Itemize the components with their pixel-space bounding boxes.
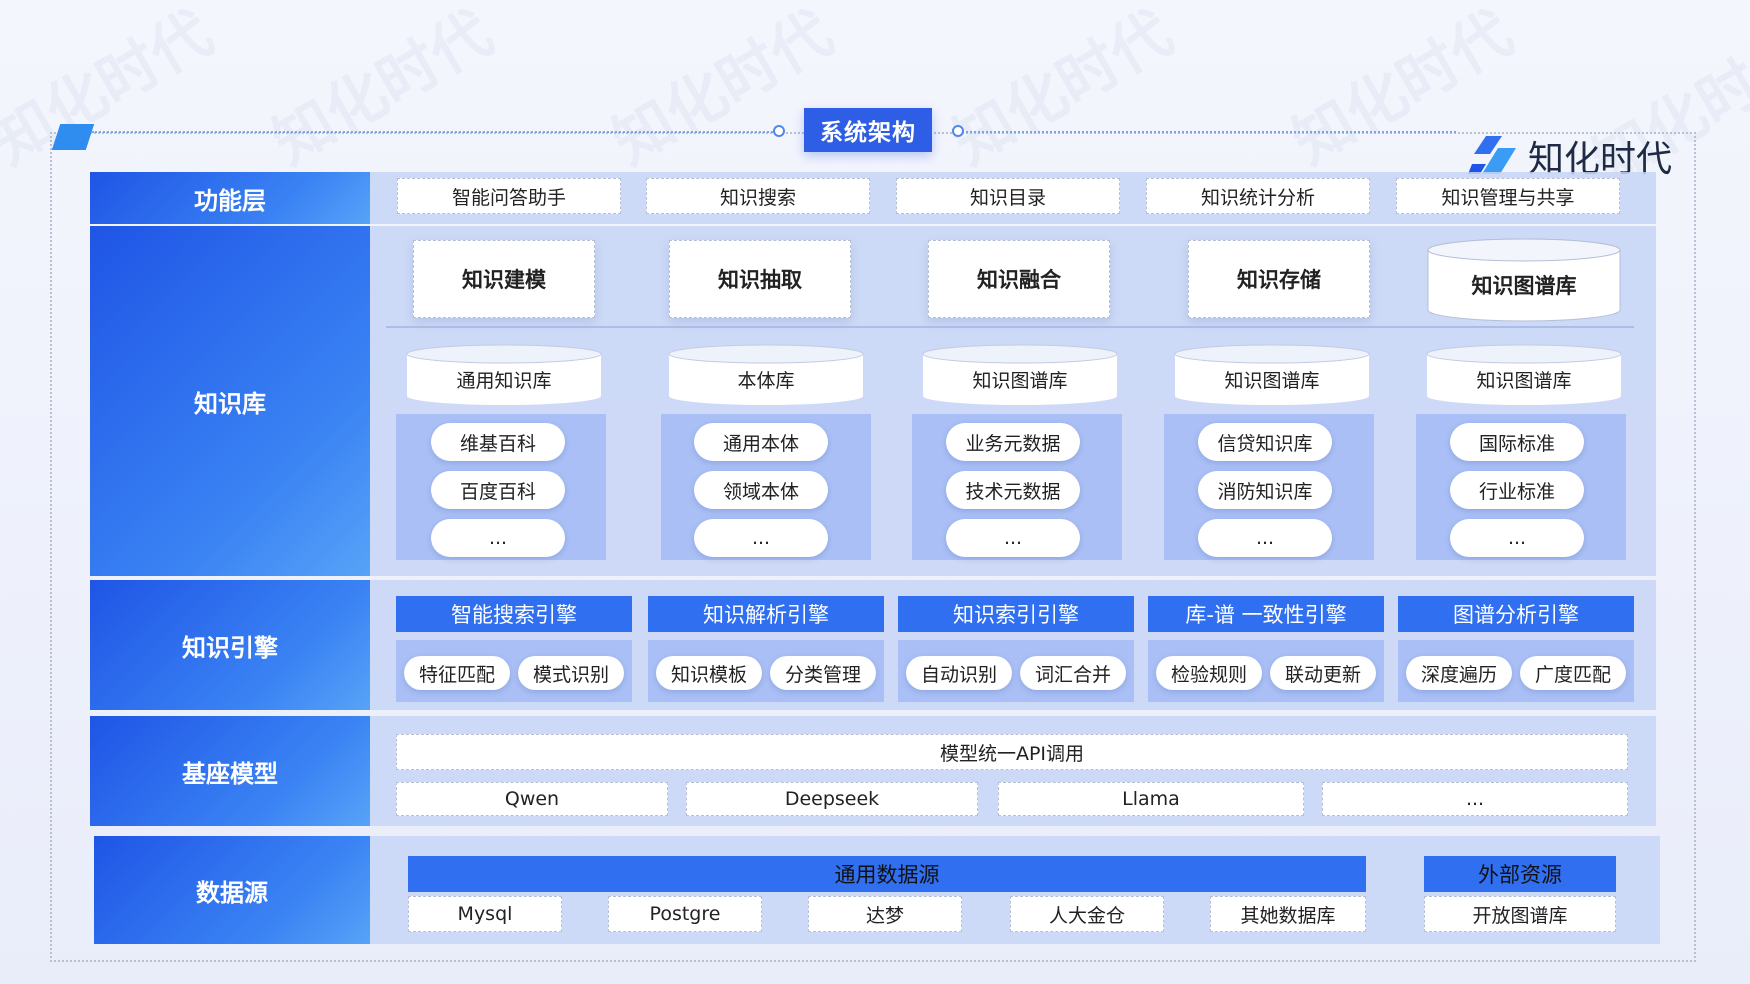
engine-name: 知识解析引擎: [648, 596, 884, 632]
function-item: 知识管理与共享: [1396, 178, 1620, 214]
store-cylinder: 通用知识库: [406, 344, 602, 406]
model-item: Qwen: [396, 782, 668, 816]
datasource-item: Postgre: [608, 896, 762, 932]
engine-name: 智能搜索引擎: [396, 596, 632, 632]
store-item: ...: [1450, 519, 1584, 557]
store-item: 行业标准: [1450, 471, 1584, 509]
store-cylinder: 本体库: [668, 344, 864, 406]
engine-name: 知识索引引擎: [898, 596, 1134, 632]
layer-label-datasource: 数据源: [94, 836, 370, 944]
datasource-external-name: 外部资源: [1424, 856, 1616, 892]
store-item: 技术元数据: [946, 471, 1080, 509]
engine-item: 词汇合并: [1020, 656, 1126, 690]
title-dot-right: [952, 125, 964, 137]
store-item: 百度百科: [431, 471, 565, 509]
store-item: ...: [694, 519, 828, 557]
model-api: 模型统一API调用: [396, 734, 1628, 770]
knowledge-module-cylinder: 知识图谱库: [1427, 238, 1621, 322]
datasource-item: 人大金仓: [1010, 896, 1164, 932]
store-item: 通用本体: [694, 423, 828, 461]
datasource-item: 达梦: [808, 896, 962, 932]
engine-item: 深度遍历: [1406, 656, 1512, 690]
store-name: 知识图谱库: [972, 369, 1068, 392]
engine-name: 库-谱 一致性引擎: [1148, 596, 1384, 632]
engine-item: 联动更新: [1270, 656, 1376, 690]
title-dot-left: [773, 125, 785, 137]
datasource-item: 其她数据库: [1210, 896, 1366, 932]
store-item: 维基百科: [431, 423, 565, 461]
model-item: ...: [1322, 782, 1628, 816]
knowledge-separator: [386, 326, 1634, 328]
layer-label-engine: 知识引擎: [90, 580, 370, 710]
store-cylinder: 知识图谱库: [1426, 344, 1622, 406]
engine-item: 广度匹配: [1520, 656, 1626, 690]
knowledge-module: 知识抽取: [669, 240, 851, 318]
logo-icon: [1468, 136, 1516, 174]
model-item: Llama: [998, 782, 1304, 816]
store-name: 通用知识库: [456, 369, 552, 392]
layer-label-model: 基座模型: [90, 716, 370, 826]
engine-item: 知识模板: [656, 656, 762, 690]
datasource-item: 开放图谱库: [1424, 896, 1616, 932]
store-item: ...: [1198, 519, 1332, 557]
function-item: 知识搜索: [646, 178, 870, 214]
function-item: 知识统计分析: [1146, 178, 1370, 214]
function-item: 知识目录: [896, 178, 1120, 214]
store-name: 本体库: [737, 369, 795, 392]
store-item: 国际标准: [1450, 423, 1584, 461]
store-item: 领域本体: [694, 471, 828, 509]
store-item: ...: [431, 519, 565, 557]
datasource-general-name: 通用数据源: [408, 856, 1366, 892]
store-name: 知识图谱库: [1224, 369, 1320, 392]
engine-item: 分类管理: [770, 656, 876, 690]
datasource-item: Mysql: [408, 896, 562, 932]
store-item: 信贷知识库: [1198, 423, 1332, 461]
store-name: 知识图谱库: [1476, 369, 1572, 392]
knowledge-module: 知识建模: [413, 240, 595, 318]
knowledge-module-label: 知识图谱库: [1471, 274, 1577, 298]
store-cylinder: 知识图谱库: [922, 344, 1118, 406]
engine-item: 自动识别: [906, 656, 1012, 690]
store-cylinder: 知识图谱库: [1174, 344, 1370, 406]
store-item: ...: [946, 519, 1080, 557]
layer-label-function: 功能层: [90, 172, 370, 224]
store-item: 业务元数据: [946, 423, 1080, 461]
engine-name: 图谱分析引擎: [1398, 596, 1634, 632]
store-item: 消防知识库: [1198, 471, 1332, 509]
engine-item: 特征匹配: [404, 656, 510, 690]
title-line-left: [92, 131, 776, 133]
engine-item: 检验规则: [1156, 656, 1262, 690]
title-line-right: [966, 131, 1456, 133]
engine-item: 模式识别: [518, 656, 624, 690]
diagram-title: 系统架构: [804, 108, 932, 152]
layer-label-knowledge: 知识库: [90, 226, 370, 576]
knowledge-module: 知识存储: [1188, 240, 1370, 318]
function-item: 智能问答助手: [397, 178, 621, 214]
model-item: Deepseek: [686, 782, 978, 816]
knowledge-module: 知识融合: [928, 240, 1110, 318]
